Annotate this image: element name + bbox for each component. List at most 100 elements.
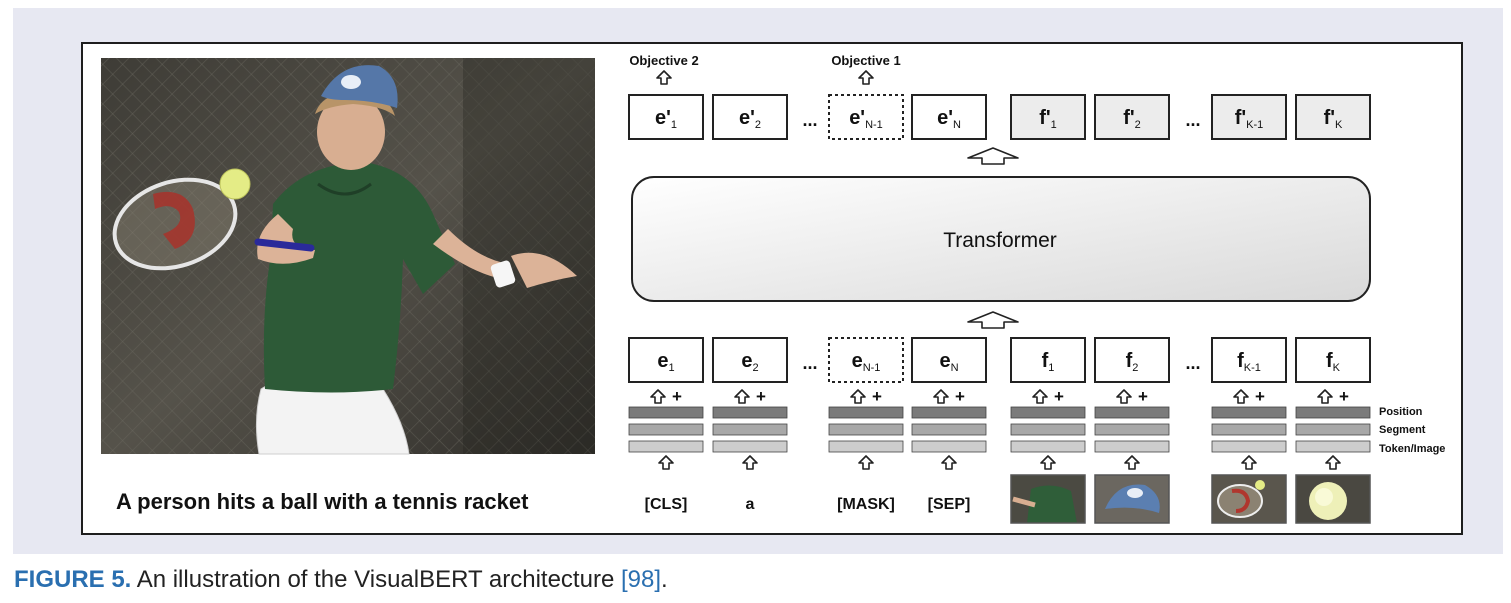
input-image-token-3: fK-1 — [1211, 337, 1287, 383]
embedding-column-3: + — [828, 387, 904, 470]
output-text-token-3: e'N-1 — [828, 94, 904, 140]
input-arrow-icon — [1124, 455, 1140, 470]
input-text-token-4-symbol: e — [939, 350, 950, 372]
token-embedding — [712, 440, 788, 453]
position-embedding — [1010, 406, 1086, 419]
output-image-token-1-box — [1010, 94, 1086, 140]
input-word-3: [MASK] — [837, 496, 895, 513]
position-embedding — [712, 406, 788, 419]
input-text-token-1-box — [628, 337, 704, 383]
input-word-2: a — [746, 496, 755, 513]
output-image-token-3-label: f'K-1 — [1235, 107, 1264, 131]
output-text-token-3-symbol: e' — [849, 107, 865, 129]
input-image-token-2-label: f2 — [1126, 350, 1139, 374]
embedding-column-1: + — [628, 387, 704, 470]
diagram-frame: A person hits a ball with a tennis racke… — [81, 42, 1463, 535]
input-image-token-4-box — [1295, 337, 1371, 383]
embedding-label-position: Position — [1379, 406, 1423, 418]
objective-1-arrow-icon — [858, 70, 874, 85]
figure-caption-reference-link[interactable]: [98] — [620, 566, 661, 593]
figure-caption-label: FIGURE 5. — [14, 566, 132, 593]
transformer-output-arrow-icon — [967, 147, 1019, 165]
region-crop-4 — [1295, 474, 1371, 524]
figure-caption-end: . — [661, 566, 668, 593]
output-text-token-4-subscript: N — [953, 119, 961, 131]
add-arrow-icon — [650, 389, 666, 404]
segment-embedding — [628, 423, 704, 436]
photo-caption: A person hits a ball with a tennis racke… — [116, 489, 529, 514]
input-image-token-3-symbol: f — [1237, 350, 1244, 372]
input-image-token-1-box — [1010, 337, 1086, 383]
segment-embedding — [1094, 423, 1170, 436]
add-arrow-icon — [933, 389, 949, 404]
input-image-token-2: f2 — [1094, 337, 1170, 383]
output-image-token-4-label: f'K — [1324, 107, 1343, 131]
input-text-ellipsis: ... — [802, 353, 817, 373]
input-text-token-1-subscript: 1 — [669, 362, 675, 374]
input-image-token-4-symbol: f — [1326, 350, 1333, 372]
segment-embedding — [1211, 423, 1287, 436]
input-text-token-1-symbol: e — [657, 350, 668, 372]
input-image-token-3-subscript: K-1 — [1244, 362, 1261, 374]
region-crop-1 — [1010, 474, 1086, 524]
plus-sign: + — [1138, 387, 1148, 406]
embedding-stacks: ++++++++ — [628, 387, 1371, 470]
tennis-photo — [101, 58, 595, 455]
input-arrow-icon — [1325, 455, 1341, 470]
figure-caption: FIGURE 5. An illustration of the VisualB… — [14, 566, 668, 594]
output-image-ellipsis: ... — [1185, 110, 1200, 130]
token-embedding — [1094, 440, 1170, 453]
input-text-token-4-label: eN — [939, 350, 958, 374]
add-arrow-icon — [734, 389, 750, 404]
output-text-token-2-symbol: e' — [739, 107, 755, 129]
input-image-token-2-box — [1094, 337, 1170, 383]
objective-2-arrow-icon — [656, 70, 672, 85]
add-arrow-icon — [850, 389, 866, 404]
input-word-4: [SEP] — [928, 496, 971, 513]
input-text-token-3-subscript: N-1 — [863, 362, 881, 374]
transformer-label: Transformer — [943, 229, 1057, 252]
output-text-token-4-label: e'N — [937, 107, 961, 131]
input-arrow-icon — [1040, 455, 1056, 470]
output-text-token-2-label: e'2 — [739, 107, 761, 131]
figure-caption-text: An illustration of the VisualBERT archit… — [131, 566, 621, 593]
input-arrow-icon — [858, 455, 874, 470]
visualbert-diagram: A person hits a ball with a tennis racke… — [101, 53, 1445, 524]
transformer-input-arrow-icon — [967, 311, 1019, 329]
input-arrow-icon — [941, 455, 957, 470]
input-text-token-2: e2 — [712, 337, 788, 383]
output-image-token-1-subscript: 1 — [1051, 119, 1057, 131]
figure-panel: A person hits a ball with a tennis racke… — [13, 8, 1503, 554]
embedding-column-8: + — [1295, 387, 1371, 470]
objective-1-label: Objective 1 — [831, 53, 900, 68]
input-arrow-icon — [658, 455, 674, 470]
add-arrow-icon — [1233, 389, 1249, 404]
embedding-label-token-image: Token/Image — [1379, 443, 1445, 455]
output-image-token-3-subscript: K-1 — [1246, 119, 1263, 131]
embedding-column-7: + — [1211, 387, 1287, 470]
plus-sign: + — [756, 387, 766, 406]
output-image-token-2-subscript: 2 — [1135, 119, 1141, 131]
output-text-token-3-box — [828, 94, 904, 140]
output-image-token-1-label: f'1 — [1039, 107, 1057, 131]
embedding-column-5: + — [1010, 387, 1086, 470]
input-text-token-3: eN-1 — [828, 337, 904, 383]
input-text-token-3-symbol: e — [852, 350, 863, 372]
plus-sign: + — [1339, 387, 1349, 406]
input-text-token-2-symbol: e — [741, 350, 752, 372]
output-text-token-1-symbol: e' — [655, 107, 671, 129]
add-arrow-icon — [1116, 389, 1132, 404]
objective-2-label: Objective 2 — [629, 53, 698, 68]
output-image-token-3: f'K-1 — [1211, 94, 1287, 140]
input-text-token-1-label: e1 — [657, 350, 674, 374]
segment-embedding — [712, 423, 788, 436]
transformer-block — [631, 176, 1371, 302]
input-image-ellipsis: ... — [1185, 353, 1200, 373]
input-image-token-2-subscript: 2 — [1132, 362, 1138, 374]
plus-sign: + — [1255, 387, 1265, 406]
input-arrow-icon — [742, 455, 758, 470]
output-image-token-4-box — [1295, 94, 1371, 140]
input-image-token-3-label: fK-1 — [1237, 350, 1261, 374]
